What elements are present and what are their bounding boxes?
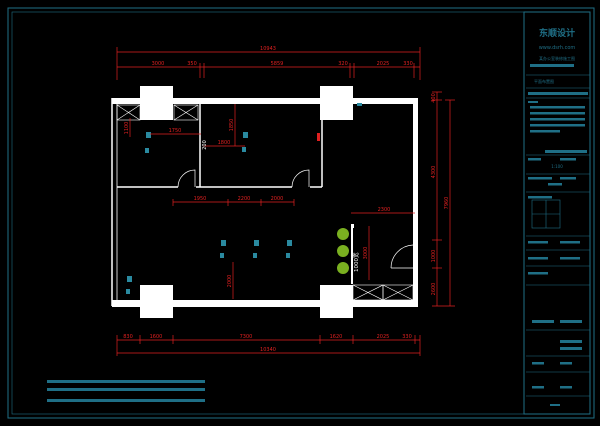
dim-interior: 1750 [169, 128, 182, 134]
furniture-chairs [126, 103, 362, 294]
notes-block [47, 380, 205, 402]
dim-interior: 1800 [218, 140, 231, 146]
dim-bottom-6: 330 [402, 334, 412, 340]
drawing-name: 平面布置图 [534, 78, 554, 84]
columns [140, 86, 353, 318]
dim-bottom-total: 10340 [260, 347, 276, 353]
dim-interior: 1100 [124, 122, 130, 135]
dim-top-4: 320 [338, 61, 348, 67]
door-label: 1000宽 [352, 252, 360, 272]
dim-top-5: 2025 [377, 61, 390, 67]
plants [337, 228, 349, 274]
dim-interior: 1950 [194, 196, 207, 202]
company-name: 东顺设计 [539, 27, 575, 39]
dim-top-total: 10943 [260, 46, 276, 52]
title-block: 东顺设计 www.dsrh.com 某办公室装修施工图 平面布置图 1:100 [523, 11, 591, 415]
dim-top-6: 330 [403, 61, 413, 67]
dim-bottom-2: 1600 [150, 334, 163, 340]
project-line: 某办公室装修施工图 [539, 55, 575, 61]
dim-right-3: 1000 [431, 250, 437, 263]
dim-interior: 2000 [227, 275, 233, 288]
dim-bottom-3: 7300 [240, 334, 253, 340]
dim-interior: 2000 [271, 196, 284, 202]
dimension-lines [116, 47, 455, 356]
scale: 1:100 [551, 164, 563, 169]
dim-right-1: 400 [431, 93, 437, 103]
dim-interior: 2200 [238, 196, 251, 202]
dim-bottom-5: 2025 [377, 334, 390, 340]
dim-right-total: 7960 [444, 197, 450, 210]
dim-interior: 3000 [363, 247, 369, 260]
dimension-texts: 10943 3000 350 5859 320 2025 330 830 160… [123, 46, 450, 353]
dim-bottom-1: 830 [123, 334, 133, 340]
drawing-frame [7, 7, 595, 419]
dim-interior: 200 [202, 140, 208, 150]
dim-top-2: 350 [187, 61, 197, 67]
dim-interior: 1850 [229, 119, 235, 132]
dim-right-2: 4300 [431, 166, 437, 179]
website: www.dsrh.com [539, 45, 576, 51]
walls [111, 98, 418, 307]
dim-right-4: 2600 [431, 283, 437, 296]
dim-bottom-4: 1620 [330, 334, 343, 340]
cabinets [116, 104, 414, 301]
dim-top-1: 3000 [152, 61, 165, 67]
dim-interior: 2300 [378, 207, 391, 213]
dim-top-3: 5859 [271, 61, 284, 67]
